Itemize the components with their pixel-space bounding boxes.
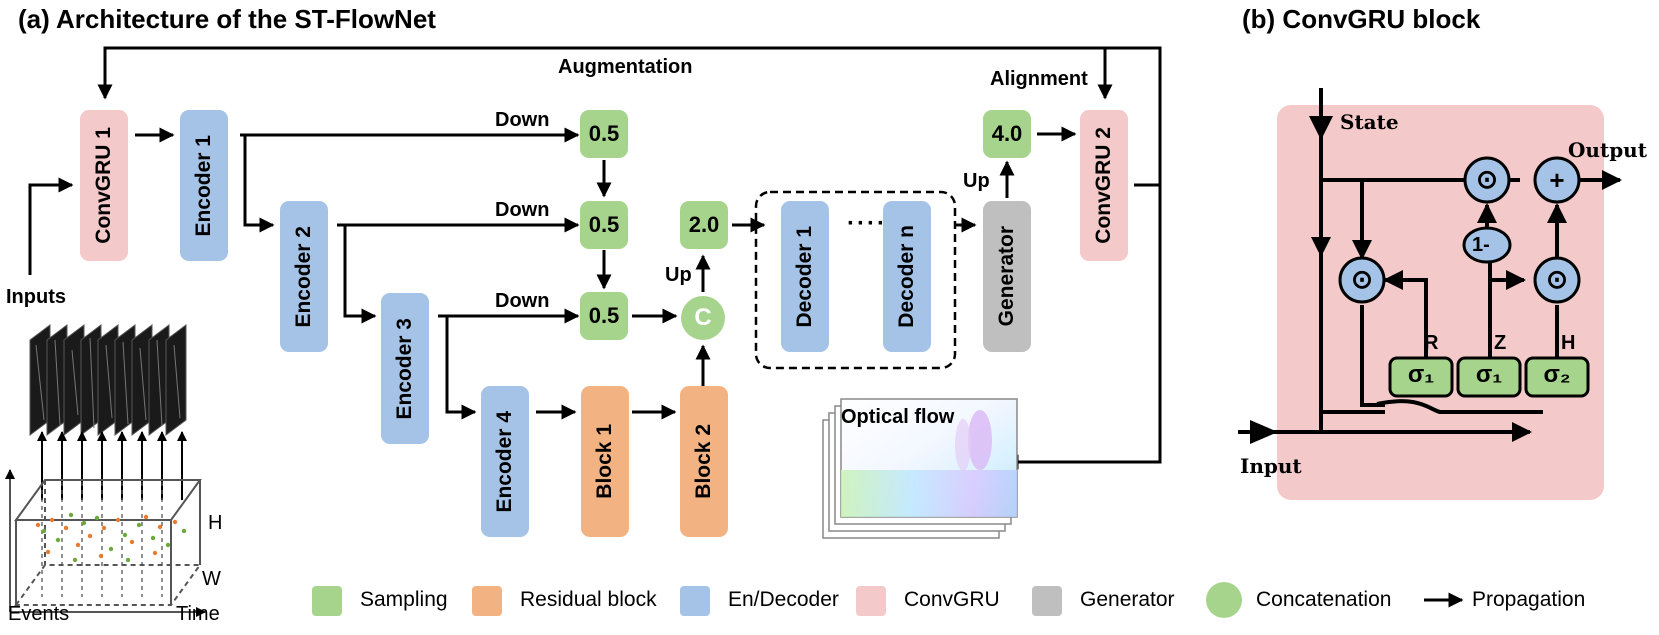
encoder1-label: Encoder 1 — [192, 134, 215, 237]
gru-output-label: Output — [1568, 138, 1647, 162]
legend-sampling-swatch — [312, 586, 342, 616]
state-arrowhead — [1309, 116, 1333, 140]
one-minus-node — [1462, 226, 1512, 264]
title-a: (a) Architecture of the ST-FlowNet — [18, 4, 436, 34]
gru-plus-symbol: + — [1549, 165, 1565, 195]
inputs-arrow — [28, 177, 74, 275]
decoder1-block: Decoder 1 — [781, 201, 829, 352]
encoder1-block: Encoder 1 — [180, 110, 228, 261]
mul-h-node — [1533, 256, 1581, 304]
encoder2-block: Encoder 2 — [280, 201, 328, 352]
arrow-enc1-enc2 — [243, 135, 275, 233]
up-label-1: Up — [665, 264, 692, 286]
gru-one-minus: 1- — [1472, 234, 1490, 256]
legend-generator-swatch — [1032, 586, 1062, 616]
concat-node: C — [681, 296, 725, 340]
up-label-2: Up — [963, 170, 990, 192]
block2: Block 2 — [680, 386, 728, 537]
sigR-to-mulR — [1383, 270, 1428, 360]
down-label-2: Down — [495, 199, 550, 221]
legend-endecoder-label: En/Decoder — [728, 588, 839, 611]
gru-sigma-r: σ₁ — [1407, 361, 1435, 388]
sigma-r-box — [1388, 356, 1454, 398]
decoder-ellipsis: ···· — [847, 210, 887, 237]
legend-residual-swatch — [472, 586, 502, 616]
legend-convgru-label: ConvGRU — [904, 588, 1000, 611]
legend-concat-mark — [1206, 582, 1242, 618]
gru-sigma-h: σ₂ — [1543, 361, 1571, 388]
mul-z-node — [1463, 156, 1511, 204]
arrow-enc3-enc4 — [445, 316, 477, 420]
sigma-z-box — [1456, 356, 1522, 398]
mulr-to-sig — [1376, 399, 1543, 414]
generator-block: Generator — [983, 201, 1031, 352]
events-label: Events — [8, 603, 70, 625]
legend-propagation-label: Propagation — [1472, 588, 1586, 611]
optical-flow-label: Optical flow — [841, 406, 955, 428]
encoder4-label: Encoder 4 — [493, 410, 516, 513]
time-label: Time — [176, 603, 220, 625]
optical-flow-stack — [822, 398, 1018, 539]
sampling-block-5: 4.0 — [983, 110, 1031, 158]
event-frames — [29, 324, 187, 436]
gru-mul-r-symbol: ⊙ — [1351, 264, 1373, 294]
convgru1-label: ConvGRU 1 — [92, 127, 115, 244]
w-axis-label: W — [202, 568, 221, 590]
down-label-1: Down — [495, 109, 550, 131]
decodern-block: Decoder n — [883, 201, 931, 352]
encoder2-label: Encoder 2 — [292, 225, 315, 328]
legend-concatenation-label: Concatenation — [1256, 588, 1392, 611]
decoder-group — [754, 190, 957, 370]
sampling-block-3: 0.5 — [580, 292, 628, 340]
convgru2-block: ConvGRU 2 — [1080, 110, 1128, 261]
sampling-block-1: 0.5 — [580, 110, 628, 158]
sampling-block-2: 0.5 — [580, 201, 628, 249]
alignment-label: Alignment — [990, 68, 1088, 90]
gru-r-label: R — [1424, 332, 1439, 354]
gru-h-label: H — [1561, 332, 1576, 354]
block2-label: Block 2 — [692, 424, 715, 499]
event-dots — [35, 512, 187, 563]
sigma-h-box — [1524, 356, 1590, 398]
encoder4-block: Encoder 4 — [481, 386, 529, 537]
gru-sigma-z: σ₁ — [1475, 361, 1503, 388]
decodern-label: Decoder n — [895, 225, 918, 328]
encoder3-label: Encoder 3 — [393, 317, 416, 420]
sampling-block-4: 2.0 — [680, 201, 728, 249]
event-axes — [4, 469, 206, 617]
feedback-line — [97, 46, 1162, 187]
legend-convgru-swatch — [856, 586, 886, 616]
block1: Block 1 — [581, 386, 629, 537]
mul-r-node — [1338, 256, 1386, 304]
arrow-enc2-enc3 — [343, 225, 377, 324]
decoder1-label: Decoder 1 — [793, 225, 816, 328]
gru-input-label: Input — [1240, 454, 1302, 478]
plus-node — [1533, 156, 1581, 204]
h-axis-label: H — [208, 512, 223, 534]
block1-label: Block 1 — [593, 424, 616, 499]
event-arrows — [37, 431, 187, 500]
input-arrowhead — [1250, 420, 1278, 444]
title-b: (b) ConvGRU block — [1242, 4, 1481, 34]
legend-sampling-label: Sampling — [360, 588, 448, 611]
augmentation-label: Augmentation — [558, 56, 693, 78]
gru-state-label: State — [1340, 110, 1399, 134]
down-label-3: Down — [495, 290, 550, 312]
legend-marks — [1206, 582, 1464, 618]
gru-mul-h-symbol: ⊙ — [1546, 264, 1568, 294]
convgru2-label: ConvGRU 2 — [1092, 127, 1115, 244]
encoder3-block: Encoder 3 — [381, 293, 429, 444]
convgru1-block: ConvGRU 1 — [80, 110, 128, 261]
inputs-label: Inputs — [6, 286, 66, 308]
legend-endecoder-swatch — [680, 586, 710, 616]
gru-mul-z-symbol: ⊙ — [1476, 164, 1498, 194]
legend-residual-label: Residual block — [520, 588, 657, 611]
event-volume — [14, 479, 202, 606]
gru-z-label: Z — [1494, 332, 1507, 354]
legend-generator-label: Generator — [1080, 588, 1175, 611]
generator-label: Generator — [995, 226, 1018, 327]
convgru-panel — [1277, 105, 1604, 500]
output-to-flow — [1003, 185, 1162, 470]
